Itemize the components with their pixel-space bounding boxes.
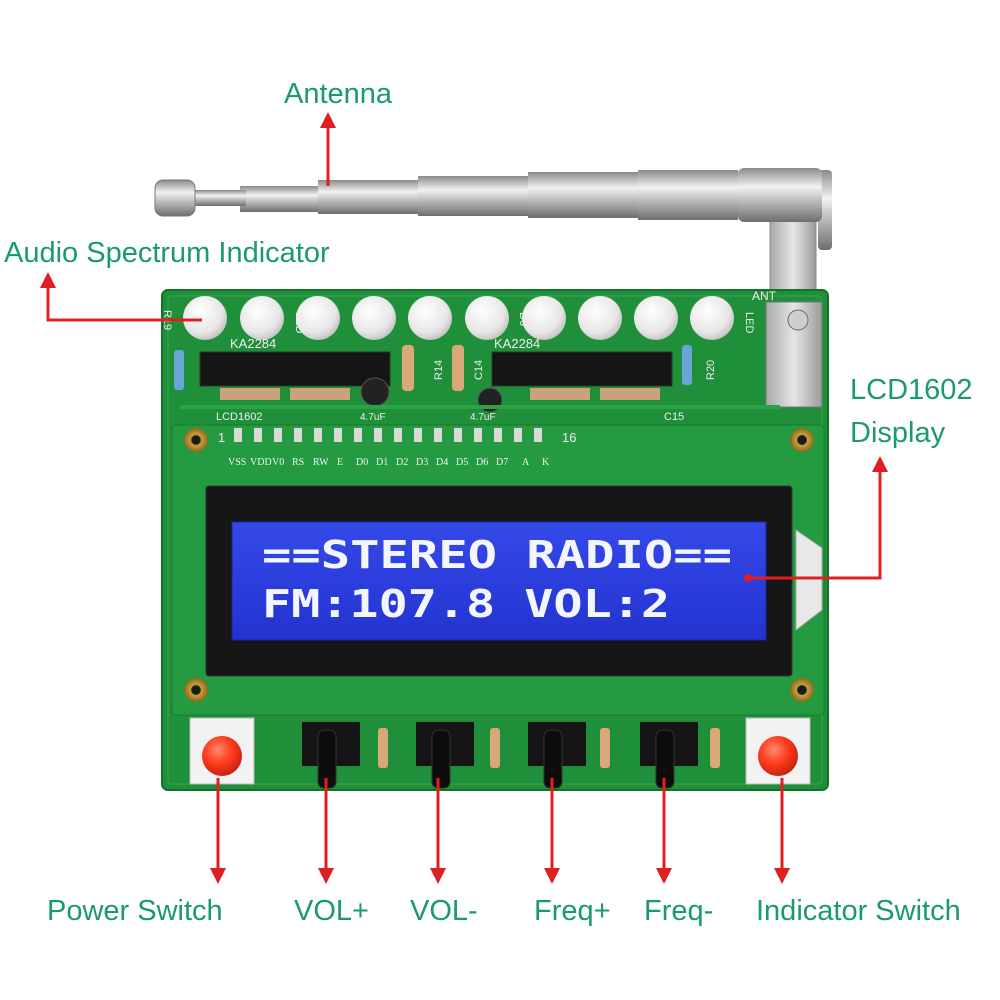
r20-silk: R20	[705, 360, 717, 380]
c15-silk: C15	[664, 411, 684, 423]
pin-label: D3	[416, 457, 428, 468]
vol-up-label: VOL+	[294, 895, 369, 927]
pin-label: D1	[376, 457, 388, 468]
led-a-silk: LED	[293, 312, 305, 333]
pin-label: D6	[476, 457, 488, 468]
lcd-label-line1: LCD1602	[850, 374, 973, 406]
pin-label: VSS	[228, 457, 246, 468]
led-b-silk: LED	[743, 312, 755, 333]
pin-label: D0	[356, 457, 368, 468]
lcd-line-2: FM:107.8 VOL:2	[262, 582, 670, 626]
vol-down-label: VOL-	[410, 895, 478, 927]
pin-label: RS	[292, 457, 304, 468]
lcd-line-1: ==STEREO RADIO==	[262, 533, 732, 577]
spectrum-indicator-label: Audio Spectrum Indicator	[4, 237, 330, 269]
lcd-module	[171, 424, 825, 716]
lcd-silk: LCD1602	[216, 411, 262, 423]
cap-b-silk: 4.7uF	[470, 412, 496, 423]
pin-label: D4	[436, 457, 448, 468]
freq-down-label: Freq-	[644, 895, 714, 927]
pin-first-label: 1	[218, 430, 225, 445]
spectrum-leds	[183, 296, 734, 340]
pin-label: D5	[456, 457, 468, 468]
lcd-label-line2: Display	[850, 417, 946, 449]
amplifier-section	[174, 345, 780, 413]
freq-up-label: Freq+	[534, 895, 611, 927]
ant-silk: ANT	[752, 289, 777, 303]
pin-last-label: 16	[562, 430, 576, 445]
pin-label: E	[337, 457, 343, 468]
d6-silk: D6	[517, 312, 529, 326]
header-pins	[234, 428, 542, 442]
antenna-label: Antenna	[284, 78, 393, 110]
pin-labels: VSS VDD V0 RS RW E D0 D1 D2 D3 D4 D5 D6 …	[228, 457, 550, 468]
c14-silk: C14	[473, 360, 485, 380]
pin-label: D7	[496, 457, 508, 468]
d5-silk: D5	[239, 312, 251, 326]
r14-silk: R14	[433, 360, 445, 380]
pin-label: V0	[272, 457, 284, 468]
antenna	[154, 168, 832, 419]
chip-left-label: KA2284	[230, 336, 276, 351]
power-switch-label: Power Switch	[47, 895, 223, 927]
pin-label: K	[542, 457, 550, 468]
pin-label: D2	[396, 457, 408, 468]
chip-right-label: KA2284	[494, 336, 540, 351]
button-row	[189, 717, 811, 789]
cap-a-silk: 4.7uF	[360, 412, 386, 423]
pin-label: A	[522, 457, 530, 468]
pin-label: VDD	[250, 457, 272, 468]
indicator-switch-label: Indicator Switch	[756, 895, 961, 927]
pin-label: RW	[313, 457, 329, 468]
callout-arrows	[40, 112, 888, 884]
